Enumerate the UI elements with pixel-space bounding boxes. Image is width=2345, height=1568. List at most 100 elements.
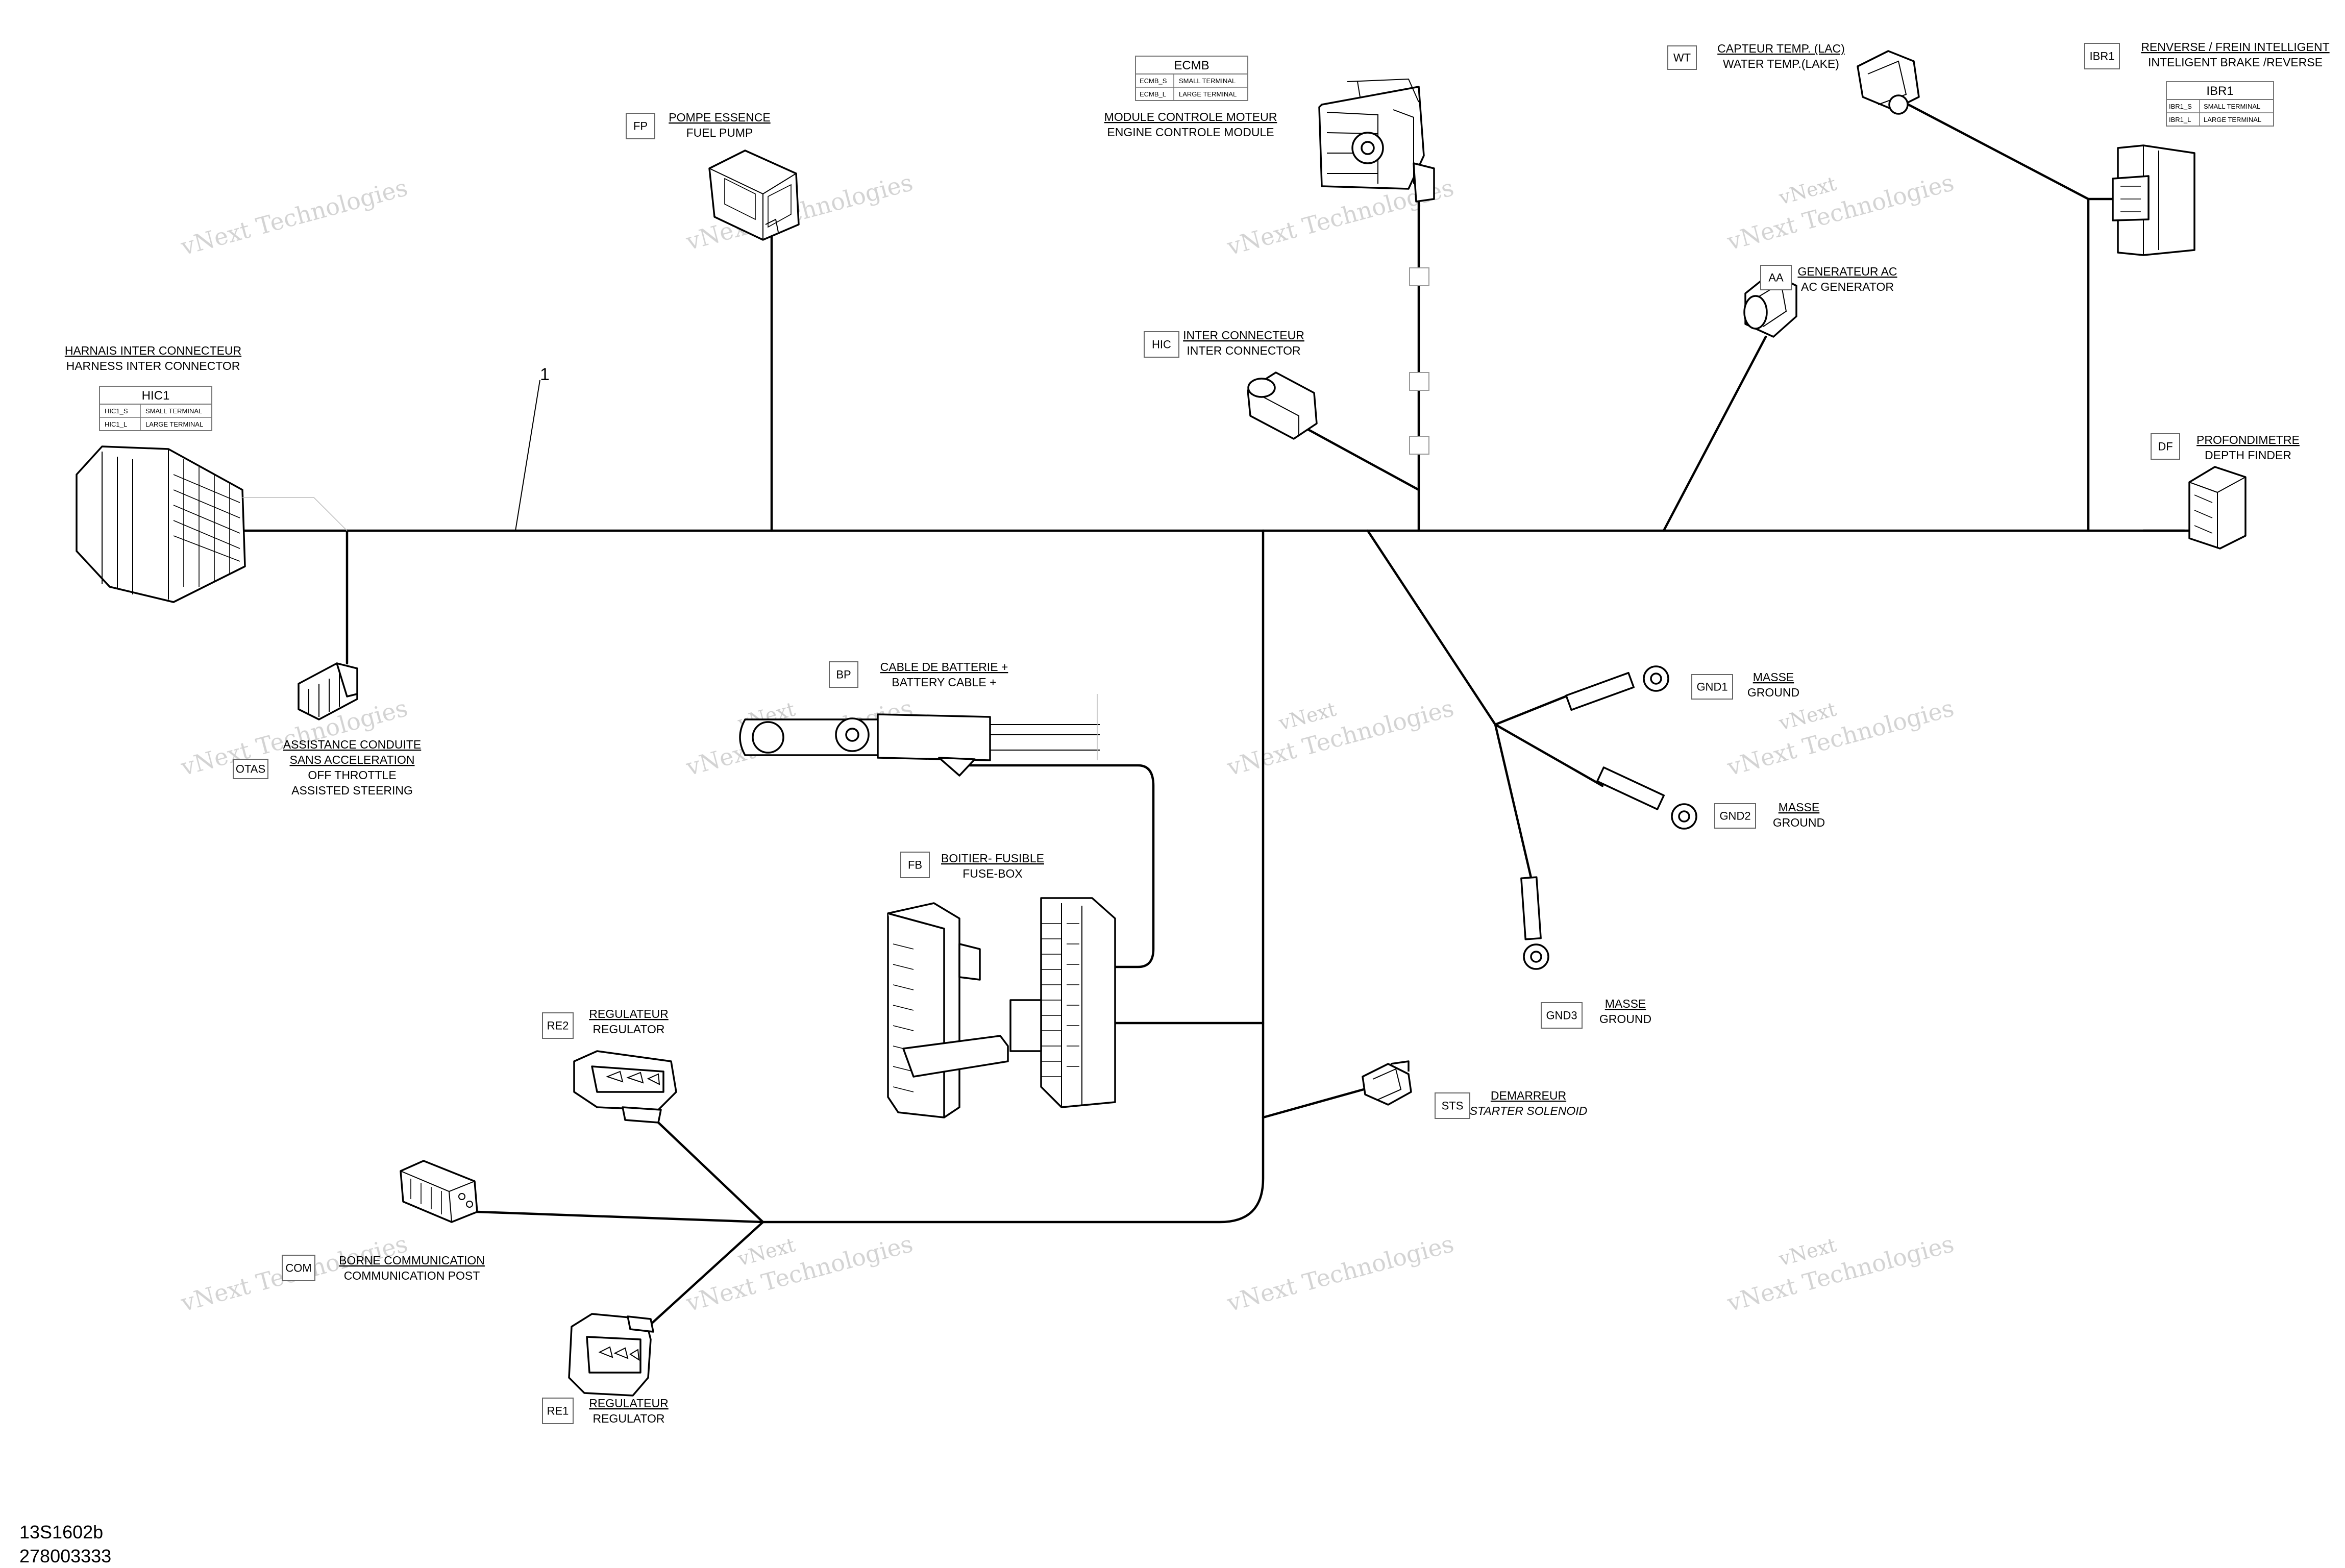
svg-text:vNext Technologies: vNext Technologies — [1724, 168, 1957, 256]
otas-label: ASSISTANCE CONDUITE SANS ACCELERATION OF… — [283, 738, 422, 797]
fuse-box[interactable] — [887, 897, 1116, 1118]
svg-text:RE2: RE2 — [547, 1019, 569, 1032]
svg-text:ECMB_L: ECMB_L — [1140, 90, 1166, 98]
svg-text:GND3: GND3 — [1546, 1009, 1577, 1022]
svg-text:INTER CONNECTEUR: INTER CONNECTEUR — [1183, 329, 1304, 342]
callout-1-leader — [515, 380, 540, 531]
battery-cable-label: CABLE DE BATTERIE + BATTERY CABLE + — [880, 660, 1008, 689]
depth-finder-connector[interactable] — [2188, 466, 2247, 550]
gnd1-label: MASSE GROUND — [1747, 670, 1799, 699]
svg-text:DEPTH FINDER: DEPTH FINDER — [2205, 449, 2291, 462]
gnd3-code-box: GND3 — [1541, 1002, 1583, 1029]
battery-cable[interactable] — [739, 694, 1100, 777]
svg-text:GROUND: GROUND — [1599, 1012, 1651, 1026]
inter-connector[interactable] — [1247, 371, 1318, 440]
svg-text:AC GENERATOR: AC GENERATOR — [1801, 280, 1894, 293]
svg-text:HIC1_S: HIC1_S — [105, 407, 128, 415]
re2-label: REGULATEUR REGULATOR — [589, 1007, 669, 1036]
regulator-1-connector[interactable] — [568, 1313, 654, 1397]
intelligent-brake-connector[interactable] — [2112, 144, 2195, 256]
gnd3-label: MASSE GROUND — [1599, 997, 1651, 1026]
ground-3-terminal[interactable] — [1520, 876, 1549, 970]
fuse-box-label: BOITIER- FUSIBLE FUSE-BOX — [941, 852, 1044, 880]
svg-text:LARGE TERMINAL: LARGE TERMINAL — [1179, 90, 1237, 98]
ac-generator-code-box: AA — [1760, 265, 1792, 290]
svg-text:FP: FP — [633, 120, 648, 133]
harness-inter-connector[interactable] — [76, 445, 348, 603]
svg-text:RE1: RE1 — [547, 1405, 569, 1417]
svg-text:HIC1: HIC1 — [142, 389, 170, 403]
re2-code-box: RE2 — [542, 1012, 574, 1039]
svg-text:vNext Technologies: vNext Technologies — [1224, 694, 1457, 781]
svg-text:MASSE: MASSE — [1753, 670, 1794, 684]
otas-connector[interactable] — [298, 662, 358, 720]
svg-text:GROUND: GROUND — [1747, 686, 1799, 699]
svg-text:OTAS: OTAS — [236, 763, 265, 776]
starter-solenoid-connector[interactable] — [1362, 1060, 1412, 1106]
re1-code-box: RE1 — [542, 1398, 574, 1424]
engine-control-module[interactable] — [1318, 78, 1435, 203]
fuel-pump-code-box: FP — [626, 113, 655, 139]
ibr1-terminal-table: IBR1 IBR1_S SMALL TERMINAL IBR1_L LARGE … — [2166, 81, 2274, 127]
svg-text:CAPTEUR TEMP. (LAC): CAPTEUR TEMP. (LAC) — [1717, 42, 1845, 55]
svg-text:SANS ACCELERATION: SANS ACCELERATION — [290, 753, 415, 766]
svg-text:GND1: GND1 — [1696, 681, 1727, 693]
svg-text:POMPE ESSENCE: POMPE ESSENCE — [669, 111, 770, 124]
svg-text:INTELIGENT BRAKE /REVERSE: INTELIGENT BRAKE /REVERSE — [2148, 56, 2323, 69]
svg-text:WT: WT — [1673, 52, 1691, 64]
svg-text:ECMB_S: ECMB_S — [1140, 77, 1167, 85]
ecm-label: MODULE CONTROLE MOTEUR ENGINE CONTROLE M… — [1104, 110, 1277, 139]
svg-text:BORNE COMMUNICATION: BORNE COMMUNICATION — [339, 1254, 485, 1267]
svg-text:IBR1_S: IBR1_S — [2169, 103, 2192, 110]
document-ids: 13S1602b 278003333 — [19, 1522, 111, 1566]
communication-post-connector[interactable] — [400, 1160, 478, 1223]
com-label: BORNE COMMUNICATION COMMUNICATION POST — [339, 1254, 485, 1282]
gnd2-label: MASSE GROUND — [1773, 801, 1825, 829]
battery-to-fusebox-wire — [968, 764, 1155, 968]
svg-text:IBR1_L: IBR1_L — [2169, 116, 2191, 123]
svg-text:STARTER SOLENOID: STARTER SOLENOID — [1470, 1104, 1587, 1117]
svg-text:MASSE: MASSE — [1605, 997, 1646, 1010]
svg-text:GENERATEUR AC: GENERATEUR AC — [1797, 265, 1897, 278]
svg-text:GROUND: GROUND — [1773, 816, 1825, 829]
svg-text:SMALL TERMINAL: SMALL TERMINAL — [145, 407, 202, 415]
battery-cable-code-box: BP — [829, 661, 858, 688]
svg-text:BP: BP — [836, 668, 851, 681]
hic-code-box: HIC — [1144, 331, 1179, 358]
svg-text:MASSE: MASSE — [1779, 801, 1820, 814]
water-temp-sensor[interactable] — [1857, 50, 1920, 115]
regulator2-wire — [657, 1121, 764, 1224]
svg-text:ASSISTED STEERING: ASSISTED STEERING — [291, 784, 413, 797]
regulator1-wire — [647, 1221, 764, 1328]
fuel-pump-connector[interactable] — [708, 150, 800, 241]
gnd1-code-box: GND1 — [1691, 674, 1733, 700]
fuse-box-code-box: FB — [900, 852, 930, 878]
svg-text:REGULATEUR: REGULATEUR — [589, 1007, 669, 1021]
ground-1-terminal[interactable] — [1565, 665, 1669, 711]
regulator-2-connector[interactable] — [573, 1050, 677, 1124]
svg-text:vNext Technologies: vNext Technologies — [1724, 694, 1957, 781]
water-temp-label: CAPTEUR TEMP. (LAC) WATER TEMP.(LAKE) — [1717, 42, 1845, 70]
ecm-wire-marks — [1409, 267, 1429, 455]
depth-finder-label: PROFONDIMETRE DEPTH FINDER — [2196, 433, 2300, 462]
svg-text:BOITIER- FUSIBLE: BOITIER- FUSIBLE — [941, 852, 1044, 865]
svg-text:REGULATEUR: REGULATEUR — [589, 1397, 669, 1410]
gnd3-wire — [1494, 723, 1533, 879]
otas-code-box: OTAS — [233, 759, 268, 779]
svg-text:vNext Technologies: vNext Technologies — [178, 173, 410, 261]
svg-text:IBR1: IBR1 — [2206, 84, 2233, 98]
svg-text:HARNAIS INTER CONNECTEUR: HARNAIS INTER CONNECTEUR — [65, 344, 241, 357]
svg-text:AA: AA — [1768, 271, 1784, 284]
ground-trunk-wire — [1366, 529, 1497, 726]
svg-text:vNext Technologies: vNext Technologies — [1224, 1230, 1457, 1317]
svg-text:HIC1_L: HIC1_L — [105, 420, 127, 428]
ac-generator-wire — [1662, 335, 1767, 532]
svg-text:FUEL PUMP: FUEL PUMP — [686, 126, 753, 139]
svg-text:PROFONDIMETRE: PROFONDIMETRE — [2196, 433, 2300, 446]
svg-text:ENGINE CONTROLE MODULE: ENGINE CONTROLE MODULE — [1107, 126, 1274, 139]
svg-text:FUSE-BOX: FUSE-BOX — [962, 867, 1023, 880]
ground-2-terminal[interactable] — [1596, 766, 1697, 830]
doc-id-secondary: 278003333 — [19, 1546, 111, 1566]
svg-text:DF: DF — [2158, 440, 2173, 453]
